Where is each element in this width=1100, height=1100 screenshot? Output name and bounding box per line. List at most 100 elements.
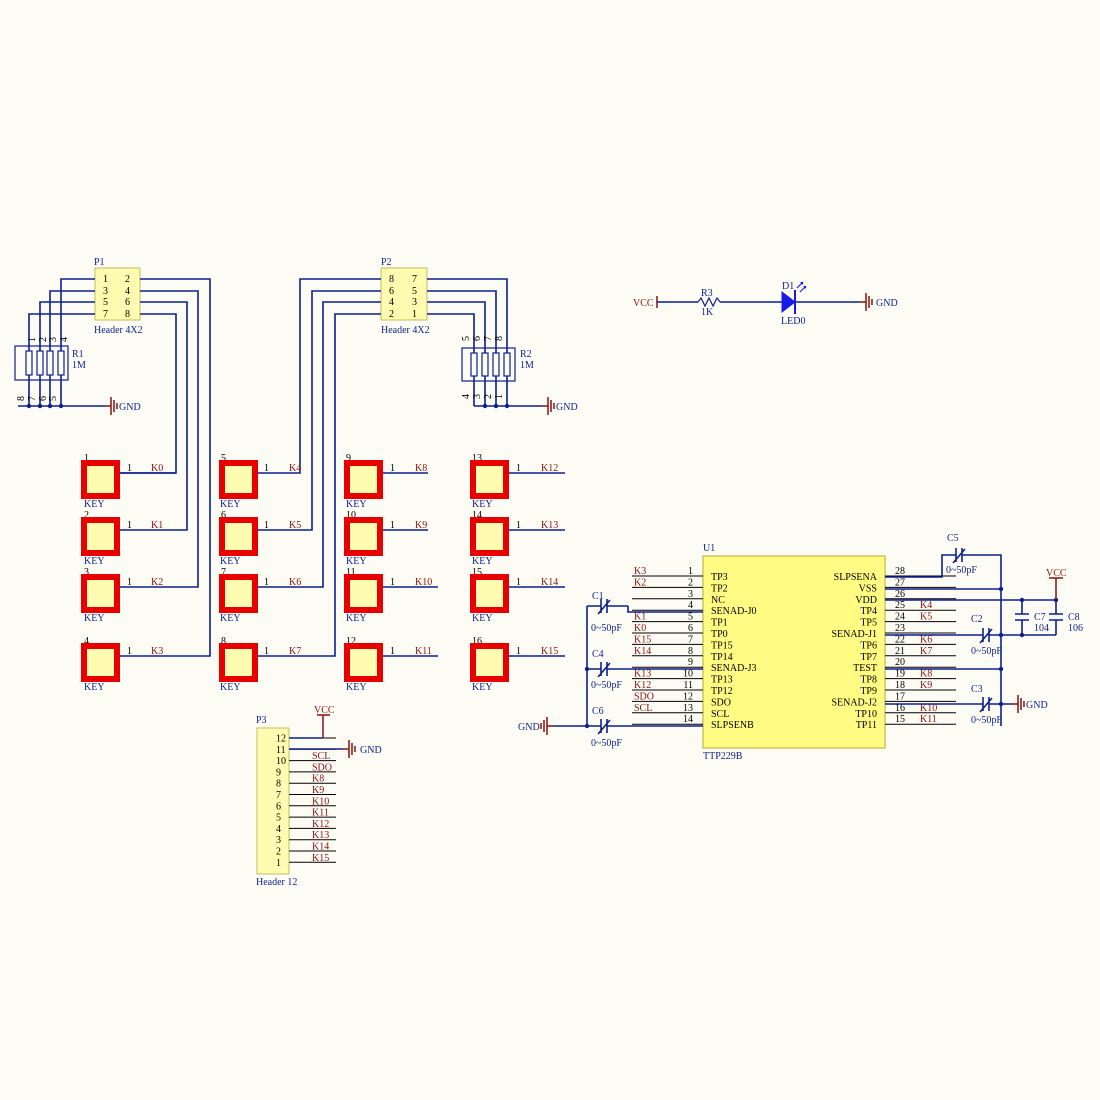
key-label: KEY bbox=[472, 499, 493, 510]
u1-pin-name: TP10 bbox=[855, 709, 877, 720]
led-circuit: VCC R3 1K D1 LED0 GND bbox=[633, 281, 898, 327]
key-number: 6 bbox=[221, 510, 226, 521]
key-pin: 1 bbox=[390, 577, 395, 588]
u1-pin-name: TP11 bbox=[856, 720, 877, 731]
key-pad-body bbox=[81, 574, 120, 613]
u1-pin-number: 4 bbox=[688, 600, 693, 611]
key-label: KEY bbox=[472, 556, 493, 567]
key-pad: 9 KEY 1 K8 bbox=[344, 453, 428, 510]
key-label: KEY bbox=[84, 682, 105, 693]
u1-pin-name: TP4 bbox=[860, 606, 877, 617]
u1-pin-number: 17 bbox=[895, 691, 905, 702]
resistor-network-r2: 5 6 7 8 4 3 2 1 R2 1M GND bbox=[461, 336, 578, 416]
key-pad-body bbox=[470, 643, 509, 682]
u1-pin-net: K13 bbox=[634, 669, 651, 680]
key-pad-body bbox=[344, 643, 383, 682]
u1-pin-name: SENAD-J2 bbox=[831, 697, 877, 708]
p1-pin: 8 bbox=[125, 309, 130, 320]
key-pin: 1 bbox=[264, 577, 269, 588]
p3-pin-net: K13 bbox=[312, 830, 329, 841]
key-net: K8 bbox=[415, 463, 427, 474]
ground-icon bbox=[342, 739, 356, 759]
u1-pin-name: TP14 bbox=[711, 652, 733, 663]
p3-pin-number: 3 bbox=[276, 835, 281, 846]
u1-pin-name: NC bbox=[711, 595, 725, 606]
u1-pin-number: 23 bbox=[895, 623, 905, 634]
r3-value: 1K bbox=[701, 307, 714, 318]
u1-pin-number: 25 bbox=[895, 600, 905, 611]
r1-pin: 2 bbox=[38, 337, 49, 342]
key-pin: 1 bbox=[390, 520, 395, 531]
u1-pin-name: SCL bbox=[711, 709, 729, 720]
key-number: 13 bbox=[472, 453, 482, 464]
p1-pin: 6 bbox=[125, 297, 130, 308]
capacitor-c5 bbox=[952, 548, 966, 564]
p3-pin-net: SDO bbox=[312, 762, 332, 773]
r1-pin: 4 bbox=[59, 337, 70, 342]
p3-pin-number: 9 bbox=[276, 767, 281, 778]
c3-value: 0~50pF bbox=[971, 715, 1002, 726]
u1-pin-net: K9 bbox=[920, 680, 932, 691]
u1-pin-name: TP8 bbox=[860, 675, 877, 686]
u1-pin-number: 11 bbox=[683, 680, 693, 691]
u1-gnd-right-label: GND bbox=[1026, 700, 1048, 711]
u1-vcc-label: VCC bbox=[1046, 568, 1067, 579]
u1-gnd-left-label: GND bbox=[518, 722, 540, 733]
u1-pin-name: TP12 bbox=[711, 686, 733, 697]
key-pad-body bbox=[219, 517, 258, 556]
r2-element bbox=[503, 352, 511, 377]
key-pin: 1 bbox=[127, 646, 132, 657]
u1-pin-number: 2 bbox=[688, 577, 693, 588]
key-label: KEY bbox=[84, 556, 105, 567]
u1-pin-name: SDO bbox=[711, 697, 731, 708]
p3-pin-number: 2 bbox=[276, 847, 281, 858]
p3-pin-net: K15 bbox=[312, 853, 329, 864]
header-p1: P1 1 2 3 4 5 6 7 8 Header 4X2 bbox=[94, 257, 143, 336]
key-pad: 3 KEY 1 K2 bbox=[81, 567, 163, 624]
key-label: KEY bbox=[346, 613, 367, 624]
u1-pin-net: K6 bbox=[920, 634, 932, 645]
key-net: K3 bbox=[151, 646, 163, 657]
d1-comment: LED0 bbox=[781, 316, 805, 327]
key-pad-body bbox=[219, 643, 258, 682]
r2-gnd-label: GND bbox=[556, 402, 578, 413]
p3-designator: P3 bbox=[256, 715, 267, 726]
c5-designator: C5 bbox=[947, 533, 959, 544]
u1-pin-name: TP7 bbox=[860, 652, 877, 663]
u1-pin-number: 21 bbox=[895, 646, 905, 657]
p1-pin: 7 bbox=[103, 309, 108, 320]
p3-pin-number: 8 bbox=[276, 779, 281, 790]
u1-pin-name: SLPSENA bbox=[834, 572, 878, 583]
r1-value: 1M bbox=[72, 360, 86, 371]
c6-value: 0~50pF bbox=[591, 738, 622, 749]
u1-pin-number: 9 bbox=[688, 657, 693, 668]
u1-pin-number: 1 bbox=[688, 566, 693, 577]
key-number: 12 bbox=[346, 636, 356, 647]
r1-pin: 1 bbox=[27, 337, 38, 342]
p1-pin: 2 bbox=[125, 274, 130, 285]
u1-pin-name: TEST bbox=[853, 663, 877, 674]
key-pad: 8 KEY 1 K7 bbox=[219, 636, 301, 693]
r2-value: 1M bbox=[520, 360, 534, 371]
key-number: 3 bbox=[84, 567, 89, 578]
key-label: KEY bbox=[472, 682, 493, 693]
key-number: 4 bbox=[84, 636, 89, 647]
key-net: K7 bbox=[289, 646, 301, 657]
r1-element bbox=[25, 350, 33, 376]
c2-value: 0~50pF bbox=[971, 646, 1002, 657]
u1-pin-number: 19 bbox=[895, 669, 905, 680]
key-label: KEY bbox=[84, 499, 105, 510]
key-number: 9 bbox=[346, 453, 351, 464]
c7-value: 104 bbox=[1034, 623, 1049, 634]
r1-pin: 6 bbox=[38, 396, 49, 401]
u1-pin-number: 20 bbox=[895, 657, 905, 668]
u1-pin-name: TP3 bbox=[711, 572, 728, 583]
capacitor-c6 bbox=[597, 719, 611, 735]
key-pin: 1 bbox=[264, 646, 269, 657]
p3-pin-number: 4 bbox=[276, 824, 281, 835]
key-number: 7 bbox=[221, 567, 226, 578]
key-pad-body bbox=[470, 460, 509, 499]
p1-pin: 3 bbox=[103, 286, 108, 297]
key-net: K11 bbox=[415, 646, 432, 657]
r2-pin: 6 bbox=[472, 336, 483, 341]
